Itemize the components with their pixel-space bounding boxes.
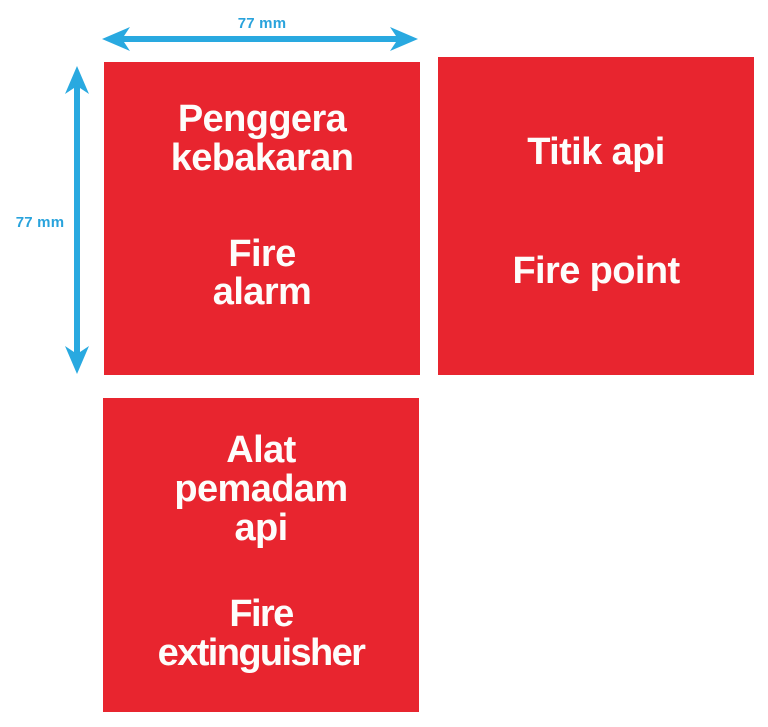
sign-fire-point-english-text: Fire point xyxy=(512,249,680,292)
sign-fire-extinguisher[interactable]: Alat pemadam api Fire extinguisher xyxy=(103,398,419,712)
sign-fire-extinguisher-malay-text: Alat pemadam api xyxy=(174,429,348,549)
double-headed-arrow-horizontal-icon xyxy=(102,27,418,51)
sign-fire-alarm[interactable]: Penggera kebakaran Fire alarm xyxy=(104,62,420,375)
sign-fire-extinguisher-english-text: Fire extinguisher xyxy=(157,593,366,674)
double-headed-arrow-vertical-icon xyxy=(65,66,89,374)
sign-fire-point[interactable]: Titik api Fire point xyxy=(438,57,754,375)
sign-fire-point-malay-text: Titik api xyxy=(527,131,665,173)
height-dimension-label: 77 mm xyxy=(15,214,65,231)
width-dimension-label: 77 mm xyxy=(237,15,287,32)
sign-fire-alarm-malay-text: Penggera kebakaran xyxy=(170,98,354,179)
sign-fire-alarm-english-text: Fire alarm xyxy=(212,232,312,314)
